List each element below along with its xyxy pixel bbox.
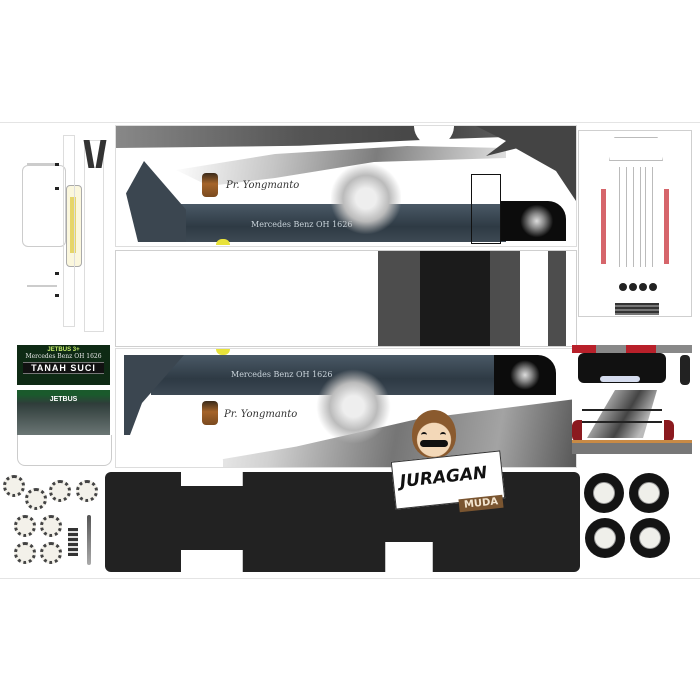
floor-panel — [105, 472, 580, 572]
sign-brand: JETBUS 3+ — [47, 347, 80, 353]
side-panel-top: Pr. Yongmanto Mercedes Benz OH 1626 — [115, 125, 577, 247]
roof-vent-icon — [649, 283, 657, 291]
exhaust-part — [68, 528, 78, 556]
roof-rib — [619, 167, 627, 267]
sign-destination: TANAH SUCI — [23, 362, 104, 374]
roof-cutout — [178, 439, 223, 467]
roof-panel — [115, 250, 577, 347]
rear-panel — [572, 345, 692, 454]
portrait-icon — [202, 401, 218, 425]
wheel-part — [629, 473, 669, 513]
hubcap-part — [40, 542, 62, 564]
script-name: Pr. Yongmanto — [224, 409, 298, 420]
mirror-bolt-icon — [55, 163, 59, 166]
window-text: Mercedes Benz OH 1626 — [251, 220, 353, 229]
mirror-part — [22, 165, 66, 247]
antenna-part — [87, 515, 91, 565]
roof-block-black — [420, 251, 490, 346]
rear-taillight — [572, 420, 582, 442]
roof-grille — [615, 303, 659, 315]
window-text: Mercedes Benz OH 1626 — [231, 370, 333, 379]
script-name: Pr. Yongmanto — [226, 180, 300, 191]
tiger-graphic — [316, 369, 391, 444]
mascot-head — [412, 410, 456, 458]
wheel-part — [630, 518, 670, 558]
rear-red-trim — [572, 345, 692, 353]
mascot-eye-icon — [440, 432, 446, 438]
roof-rib — [633, 167, 641, 267]
side-panel-bottom: Mercedes Benz OH 1626 Pr. Yongmanto — [115, 348, 577, 468]
hubcap-part — [40, 515, 62, 537]
portrait-icon — [202, 173, 218, 197]
roof-red-light — [664, 189, 669, 264]
rear-plate — [600, 376, 640, 382]
mascot-eye-icon — [421, 432, 427, 438]
pillar-strip — [63, 135, 75, 327]
door-yellow-strip — [70, 197, 76, 253]
headlight-yellow — [216, 349, 230, 355]
hubcap-part — [25, 488, 47, 510]
wheel-part — [584, 473, 624, 513]
rear-emblem — [501, 201, 566, 241]
tiger-graphic — [331, 161, 401, 236]
rear-swoosh — [587, 390, 657, 438]
roof-vent-icon — [639, 283, 647, 291]
mirror-bolt-icon — [55, 187, 59, 190]
rear-bumper — [572, 440, 692, 454]
roof-rib — [645, 167, 653, 267]
windshield-badge: JETBUS — [49, 396, 78, 403]
hubcap-part — [14, 515, 36, 537]
hubcap-part — [49, 480, 71, 502]
roof-cutout — [414, 126, 454, 146]
rear-stripe — [582, 409, 662, 411]
rear-taillight — [664, 420, 674, 442]
roof-vent-icon — [629, 283, 637, 291]
roof-block-rear — [548, 251, 566, 346]
door-outline — [471, 174, 501, 244]
mirror-arm-bottom — [27, 285, 57, 287]
front-windshield: JETBUS — [17, 390, 110, 435]
roof-top-part — [578, 130, 692, 317]
roof-block-gray — [378, 251, 420, 346]
hubcap-part — [76, 480, 98, 502]
rear-emblem — [494, 355, 556, 395]
destination-sign: JETBUS 3+ Mercedes Benz OH 1626 TANAH SU… — [17, 345, 110, 385]
pillar-strip — [84, 140, 104, 332]
hubcap-part — [3, 475, 25, 497]
front-window — [126, 161, 186, 242]
front-bumper — [17, 435, 112, 466]
headlight-yellow — [216, 239, 230, 245]
rear-stripe — [582, 421, 662, 423]
hubcap-part — [14, 542, 36, 564]
mirror-arm-top — [27, 163, 57, 165]
mirror-bolt-icon — [55, 272, 59, 275]
wheel-part — [585, 518, 625, 558]
mirror-bolt-icon — [55, 294, 59, 297]
roof-block-gray — [490, 251, 520, 346]
sign-model: Mercedes Benz OH 1626 — [25, 353, 102, 360]
rear-mirror — [680, 355, 690, 385]
roof-hatch — [609, 137, 663, 161]
roof-red-light — [601, 189, 606, 264]
mascot-mustache — [420, 440, 448, 447]
roof-vent-icon — [619, 283, 627, 291]
